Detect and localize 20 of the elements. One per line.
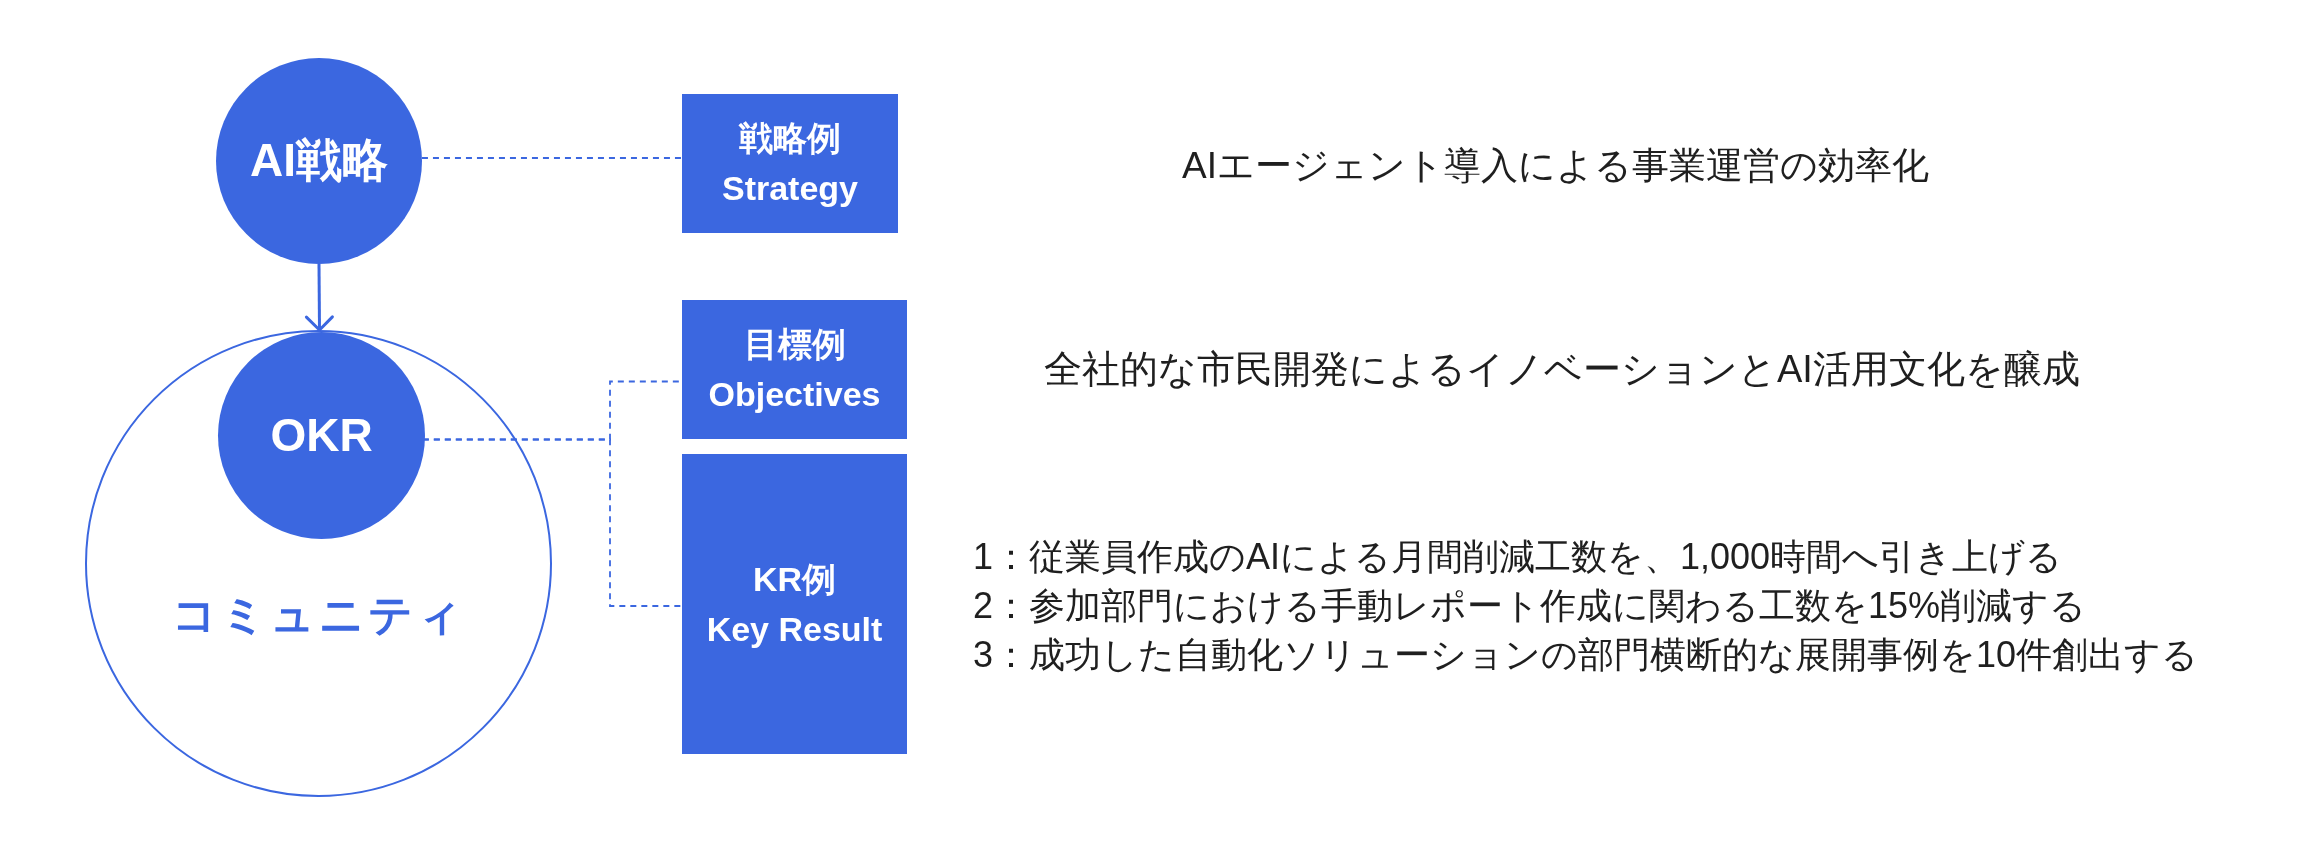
category-box (682, 300, 907, 439)
description-text: AIエージェント導入による事業運営の効率化 (1182, 143, 1929, 188)
subheading: Key Result (706, 608, 883, 650)
description-text: 全社的な市民開発によるイノベーションとAI活用文化を醸成 (1044, 347, 2080, 393)
circle-node: OKR (218, 332, 425, 539)
description-text: 3：成功した自動化ソリューションの部門横断的な展開事例を10件創出する (973, 633, 2199, 677)
heading: 目標例 (743, 324, 846, 365)
heading: KR例 (752, 558, 837, 600)
heading: 戦略例 (739, 118, 841, 159)
description-text: 1：従業員作成のAIによる月間削減工数を、1,000時間へ引き上げる (973, 535, 2063, 579)
subheading: Objectives (708, 374, 881, 415)
arrow (304, 264, 334, 332)
category-box (682, 454, 907, 754)
dashed-connector (421, 157, 683, 159)
outline-circle (85, 330, 552, 797)
description-text: 2：参加部門における手動レポート作成に関わる工数を15%削減する (973, 584, 2087, 628)
circle-node: AI戦略 (216, 58, 422, 264)
subheading: Strategy (721, 168, 859, 209)
circle-label: コミュニティ (171, 588, 466, 641)
category-box (682, 94, 898, 233)
